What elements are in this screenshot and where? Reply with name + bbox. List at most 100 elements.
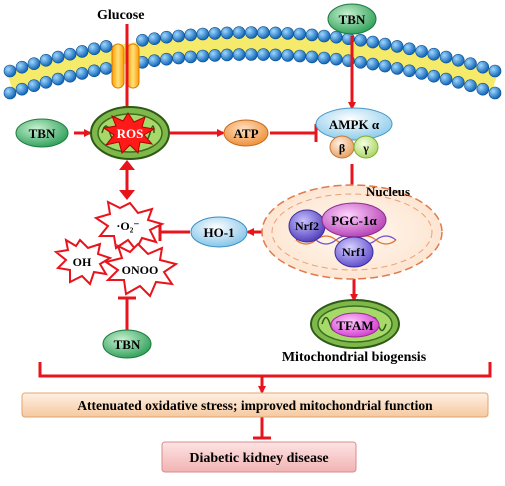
membrane-bead: [390, 40, 404, 53]
membrane-bead: [3, 86, 17, 100]
membrane-bead: [232, 48, 246, 61]
membrane-bead: [366, 57, 380, 71]
tbn-bottom-node: TBN: [102, 329, 152, 359]
membrane-bead: [220, 48, 234, 62]
membrane-bead: [257, 26, 270, 39]
membrane-bead: [427, 69, 441, 83]
pgc1a-label: PGC-1α: [331, 213, 377, 228]
tbn-top-label: TBN: [339, 12, 366, 27]
membrane-bead: [488, 86, 502, 100]
membrane-bead: [148, 32, 161, 46]
nrf1-label: Nrf1: [342, 245, 366, 259]
membrane-bead: [160, 52, 173, 66]
tbn-left-node: TBN: [15, 118, 69, 148]
membrane-bead: [136, 33, 149, 47]
membrane-bead: [257, 48, 270, 61]
membrane-bead: [269, 26, 282, 40]
membrane-bead: [160, 30, 173, 44]
membrane-bead: [439, 72, 453, 86]
membrane-bead: [15, 82, 29, 96]
ho1-node: HO-1: [190, 216, 248, 248]
membrane-bead: [245, 26, 258, 39]
atp-node: ATP: [223, 119, 269, 147]
disease-label: Diabetic kidney disease: [189, 451, 328, 466]
glucose-label: Glucose: [97, 8, 144, 23]
membrane-bead: [451, 53, 465, 67]
ampk-label: AMPK α: [329, 117, 380, 132]
membrane-bead: [476, 82, 490, 96]
nrf1-node: Nrf1: [334, 236, 374, 268]
membrane-bead: [305, 50, 319, 64]
membrane-bead: [148, 54, 161, 68]
oh-burst-icon: [53, 237, 113, 286]
membrane-bead: [329, 52, 343, 66]
ros-species-cluster: [53, 200, 179, 298]
outcome-label: Attenuated oxidative stress; improved mi…: [77, 398, 433, 413]
membrane-bead: [293, 49, 307, 63]
membrane-bead: [293, 27, 307, 41]
membrane-bead: [184, 50, 197, 64]
onoo-label: ONOO: [122, 263, 159, 277]
membrane-bead: [378, 59, 392, 73]
membrane-bead: [51, 50, 65, 64]
membrane-bead: [75, 67, 89, 80]
membrane-bead: [172, 51, 185, 65]
membrane-bead: [39, 53, 53, 67]
atp-label: ATP: [233, 126, 258, 141]
pgc1a-node: PGC-1α: [321, 202, 387, 238]
membrane-bead: [281, 49, 295, 62]
membrane-bead: [184, 28, 197, 42]
membrane-bead: [232, 26, 246, 39]
membrane-bead: [208, 27, 222, 40]
membrane-bead: [196, 49, 210, 63]
membrane-bead: [354, 55, 367, 69]
outcome-box: Attenuated oxidative stress; improved mi…: [21, 392, 489, 418]
superoxide-burst-icon: [93, 200, 165, 252]
tbn-bottom-label: TBN: [114, 337, 141, 352]
membrane-bead: [220, 26, 234, 40]
membrane-bead: [451, 76, 465, 89]
membrane-bead: [378, 37, 392, 51]
membrane-bead: [87, 42, 101, 56]
ampk-complex: AMPK α β γ: [315, 107, 393, 159]
membrane-bead: [3, 64, 17, 78]
membrane-bead: [15, 60, 29, 74]
membrane-bead: [63, 47, 77, 61]
membrane-bead: [87, 64, 101, 78]
tbn-left-label: TBN: [29, 126, 56, 141]
membrane-bead: [99, 40, 113, 53]
membrane-bead: [403, 64, 416, 78]
oh-label: OH: [73, 255, 92, 269]
membrane-bead: [403, 42, 416, 56]
membrane-bead: [488, 64, 502, 78]
membrane-bead: [476, 60, 490, 74]
membrane-bead: [329, 30, 343, 44]
membrane-bead: [39, 76, 53, 89]
membrane-bead: [27, 57, 41, 71]
onoo-burst-icon: [103, 242, 179, 298]
mitochondrion-tfam: TFAM: [310, 299, 400, 349]
nrf2-label: Nrf2: [295, 219, 319, 233]
outcome-bracket: [38, 362, 492, 378]
membrane-bead: [464, 57, 477, 71]
gamma-subunit-label: γ: [362, 141, 369, 155]
membrane-bead: [427, 47, 441, 61]
membrane-bead: [305, 28, 319, 42]
membrane-bead: [281, 27, 295, 40]
membrane-bead: [99, 62, 113, 75]
membrane-bead: [415, 45, 428, 58]
tbn-top-node: TBN: [327, 3, 377, 35]
membrane-bead: [245, 48, 258, 61]
disease-box: Diabetic kidney disease: [161, 441, 357, 473]
beta-subunit-label: β: [339, 141, 345, 155]
membrane-bead: [354, 33, 367, 47]
tfam-label: TFAM: [336, 318, 373, 333]
ros-label: ROS: [117, 126, 144, 141]
membrane-bead: [172, 29, 185, 43]
membrane-bead: [415, 67, 428, 80]
membrane-bead: [439, 50, 453, 64]
nucleus-label: Nucleus: [366, 184, 410, 199]
membrane-bead: [269, 48, 282, 62]
membrane-bead: [63, 69, 77, 83]
